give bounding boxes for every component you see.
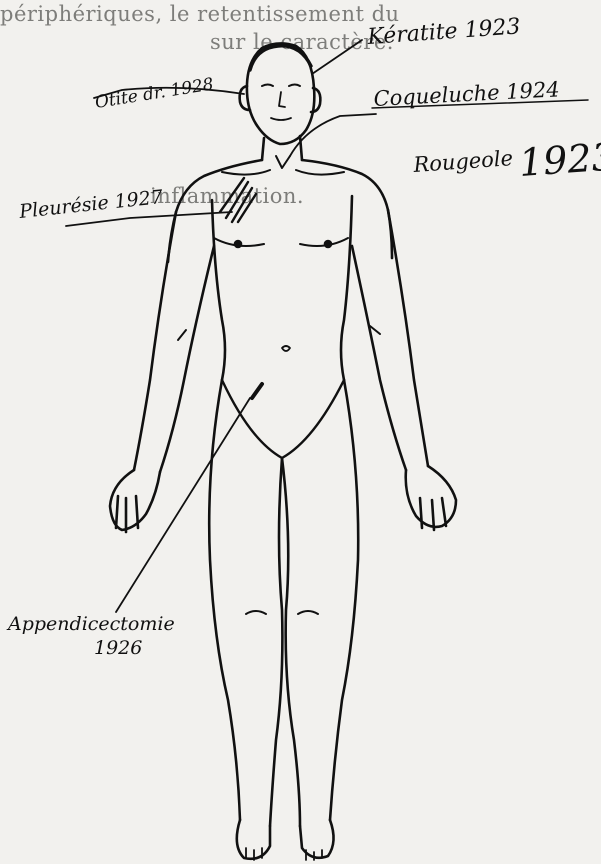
- left-elbow-mark: [178, 330, 186, 340]
- left-arm-outer: [134, 212, 176, 470]
- leader-keratite: [312, 40, 362, 74]
- sternal-notch: [276, 156, 290, 168]
- groin: [222, 380, 344, 458]
- left-hand: [110, 470, 160, 532]
- left-flank: [212, 200, 225, 380]
- appendix-scar: [252, 384, 262, 398]
- right-arm-outer: [388, 210, 428, 466]
- right-arm-inner: [352, 246, 406, 470]
- label-coqueluche: Coqueluche 1924: [373, 77, 560, 111]
- left-arm-inner: [160, 246, 214, 472]
- label-rougeole: Rougeole: [412, 146, 514, 177]
- left-nipple: [235, 241, 241, 247]
- eyes: [262, 85, 300, 87]
- pleuresie-hatching: [220, 178, 256, 222]
- clavicles: [222, 170, 344, 175]
- right-foot: [300, 820, 334, 858]
- right-nipple: [325, 241, 331, 247]
- left-leg-outer: [209, 380, 240, 820]
- nose: [279, 92, 285, 107]
- right-hand: [406, 466, 456, 530]
- right-flank: [341, 196, 352, 380]
- label-appendicectomie-year: 1926: [94, 637, 142, 659]
- left-leg-inner: [270, 458, 282, 826]
- label-keratite: Kératite 1923: [366, 14, 522, 50]
- label-rougeole-year: 1923: [518, 134, 601, 185]
- mouth: [271, 118, 291, 120]
- label-otite: Otite dr. 1928: [94, 74, 216, 113]
- label-appendicectomie: Appendicectomie: [6, 613, 175, 635]
- right-leg-outer: [330, 380, 358, 820]
- navel: [282, 346, 290, 351]
- right-leg-inner: [282, 458, 300, 826]
